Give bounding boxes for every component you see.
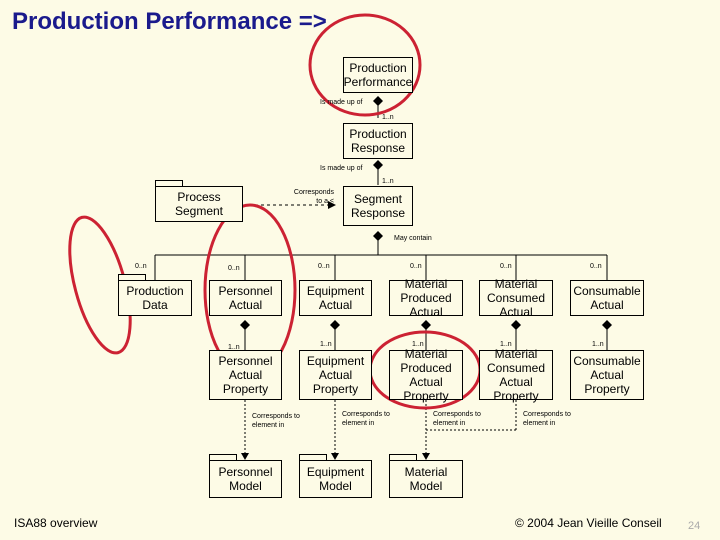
mult-material-produced: 0..n (410, 263, 422, 270)
box-process-segment: Process Segment (155, 186, 243, 222)
box-personnel-actual: Personnel Actual (209, 280, 282, 316)
label-is-made-up-of-2: Is made up of (320, 165, 363, 172)
mult-production-data: 0..n (135, 263, 147, 270)
mult-consumable: 0..n (590, 263, 602, 270)
label-may-contain: May contain (394, 235, 432, 242)
box-personnel-model: Personnel Model (209, 460, 282, 498)
label-is-made-up-of-1: Is made up of (320, 99, 363, 106)
box-personnel-actual-property: Personnel Actual Property (209, 350, 282, 400)
slide-title: Production Performance => (12, 8, 327, 35)
folder-tab (118, 274, 146, 280)
box-equipment-actual-property: Equipment Actual Property (299, 350, 372, 400)
mult-p-material-produced: 1..n (412, 341, 424, 348)
mult-personnel-actual: 0..n (228, 265, 240, 272)
footer-right: © 2004 Jean Vieille Conseil (515, 516, 662, 530)
folder-tab (155, 180, 183, 186)
box-material-model: Material Model (389, 460, 463, 498)
box-segment-response: Segment Response (343, 186, 413, 226)
label-corr-material-produced: Corresponds to element in (433, 411, 481, 427)
label-corresponds-to-a: Corresponds to a < (293, 189, 334, 205)
box-material-consumed-actual-property: Material Consumed Actual Property (479, 347, 553, 403)
folder-tab (299, 454, 327, 460)
mult-p-material-consumed: 1..n (500, 341, 512, 348)
label-corr-material-consumed: Corresponds to element in (523, 411, 571, 427)
label-corr-personnel: Corresponds to element in (252, 413, 300, 429)
box-equipment-model: Equipment Model (299, 460, 372, 498)
page-number: 24 (688, 520, 701, 532)
mult-p-equipment: 1..n (320, 341, 332, 348)
mult-p-personnel: 1..n (228, 344, 240, 351)
label-corr-equipment: Corresponds to element in (342, 411, 390, 427)
folder-tab (389, 454, 417, 460)
box-production-response: Production Response (343, 123, 413, 159)
label-mult-1: 1..n (382, 114, 394, 121)
box-equipment-actual: Equipment Actual (299, 280, 372, 316)
mult-equipment-actual: 0..n (318, 263, 330, 270)
mult-material-consumed: 0..n (500, 263, 512, 270)
box-material-produced-actual-property: Material Produced Actual Property (389, 347, 463, 403)
highlight-circle-production-performance (308, 13, 422, 117)
folder-tab (209, 454, 237, 460)
box-material-produced-actual: Material Produced Actual (389, 277, 463, 319)
box-consumable-actual: Consumable Actual (570, 280, 644, 316)
box-consumable-actual-property: Consumable Actual Property (570, 350, 644, 400)
box-production-performance: Production Performance (343, 57, 413, 93)
footer-left: ISA88 overview (14, 516, 98, 530)
box-production-data: Production Data (118, 280, 192, 316)
label-mult-2: 1..n (382, 178, 394, 185)
mult-p-consumable: 1..n (592, 341, 604, 348)
box-material-consumed-actual: Material Consumed Actual (479, 277, 553, 319)
